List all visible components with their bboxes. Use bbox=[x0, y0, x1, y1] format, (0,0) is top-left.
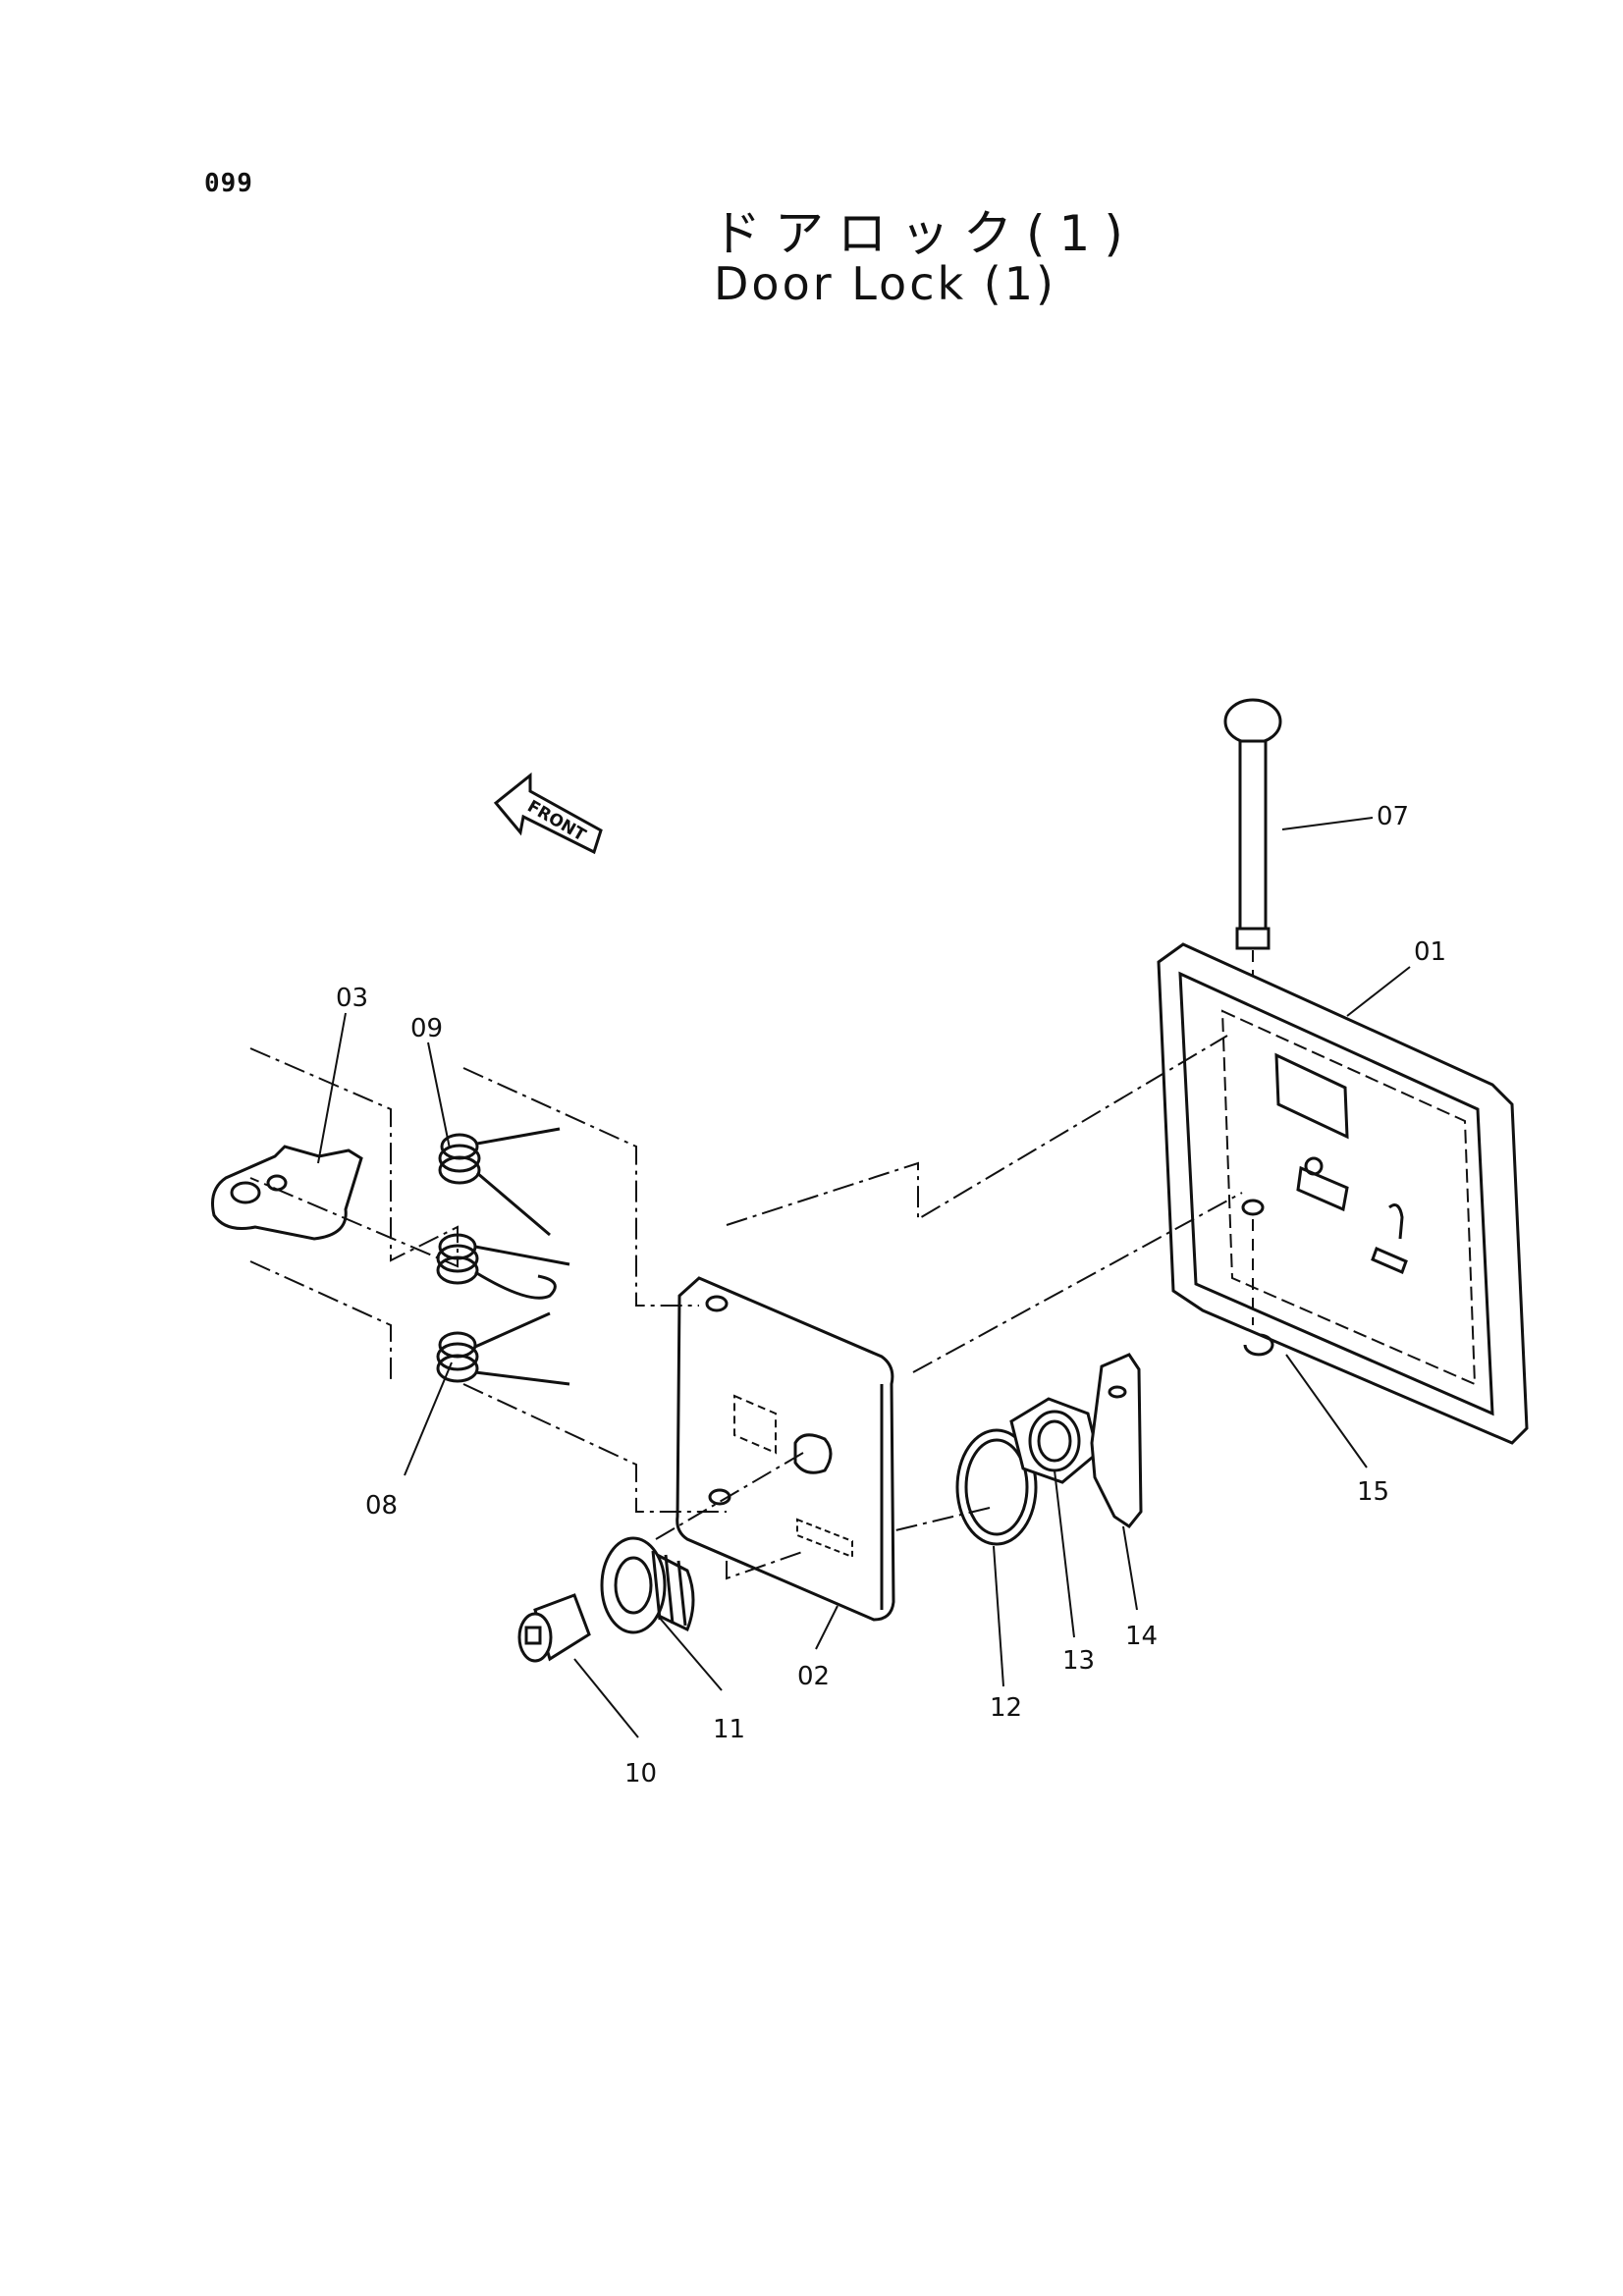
part-09-spring bbox=[438, 1127, 561, 1237]
callout-11: 11 bbox=[713, 1715, 745, 1744]
callout-14: 14 bbox=[1125, 1622, 1158, 1651]
spring-middle bbox=[436, 1233, 570, 1300]
part-12-gasket bbox=[955, 1428, 1038, 1546]
callout-08: 08 bbox=[365, 1491, 398, 1521]
part-13-nut bbox=[1009, 1397, 1100, 1484]
title-japanese: ドアロック(1) bbox=[712, 205, 1137, 262]
assembly-phantom-lines bbox=[249, 1035, 1243, 1580]
callout-12: 12 bbox=[990, 1693, 1022, 1723]
title-english: Door Lock (1) bbox=[714, 257, 1056, 310]
callout-10: 10 bbox=[624, 1759, 657, 1789]
part-14-cam-plate bbox=[1090, 1353, 1143, 1529]
leader-lines bbox=[317, 817, 1411, 1738]
callout-09: 09 bbox=[410, 1014, 443, 1043]
callout-02: 02 bbox=[797, 1662, 830, 1691]
part-10-key-cylinder bbox=[517, 1593, 591, 1663]
part-01-frame bbox=[1157, 942, 1529, 1445]
part-11-cylinder-housing bbox=[600, 1536, 695, 1634]
callout-15: 15 bbox=[1357, 1477, 1389, 1507]
callout-03: 03 bbox=[336, 984, 368, 1013]
callout-01: 01 bbox=[1414, 937, 1446, 967]
part-08-spring bbox=[436, 1311, 570, 1386]
callout-07: 07 bbox=[1377, 802, 1409, 831]
part-15-ring bbox=[1243, 1333, 1274, 1357]
part-07-pin bbox=[1223, 698, 1282, 1041]
part-02-lock-body bbox=[676, 1276, 895, 1622]
page-code: 099 bbox=[204, 169, 253, 198]
front-arrow-icon: FRONT bbox=[493, 772, 603, 855]
callout-13: 13 bbox=[1062, 1646, 1095, 1676]
